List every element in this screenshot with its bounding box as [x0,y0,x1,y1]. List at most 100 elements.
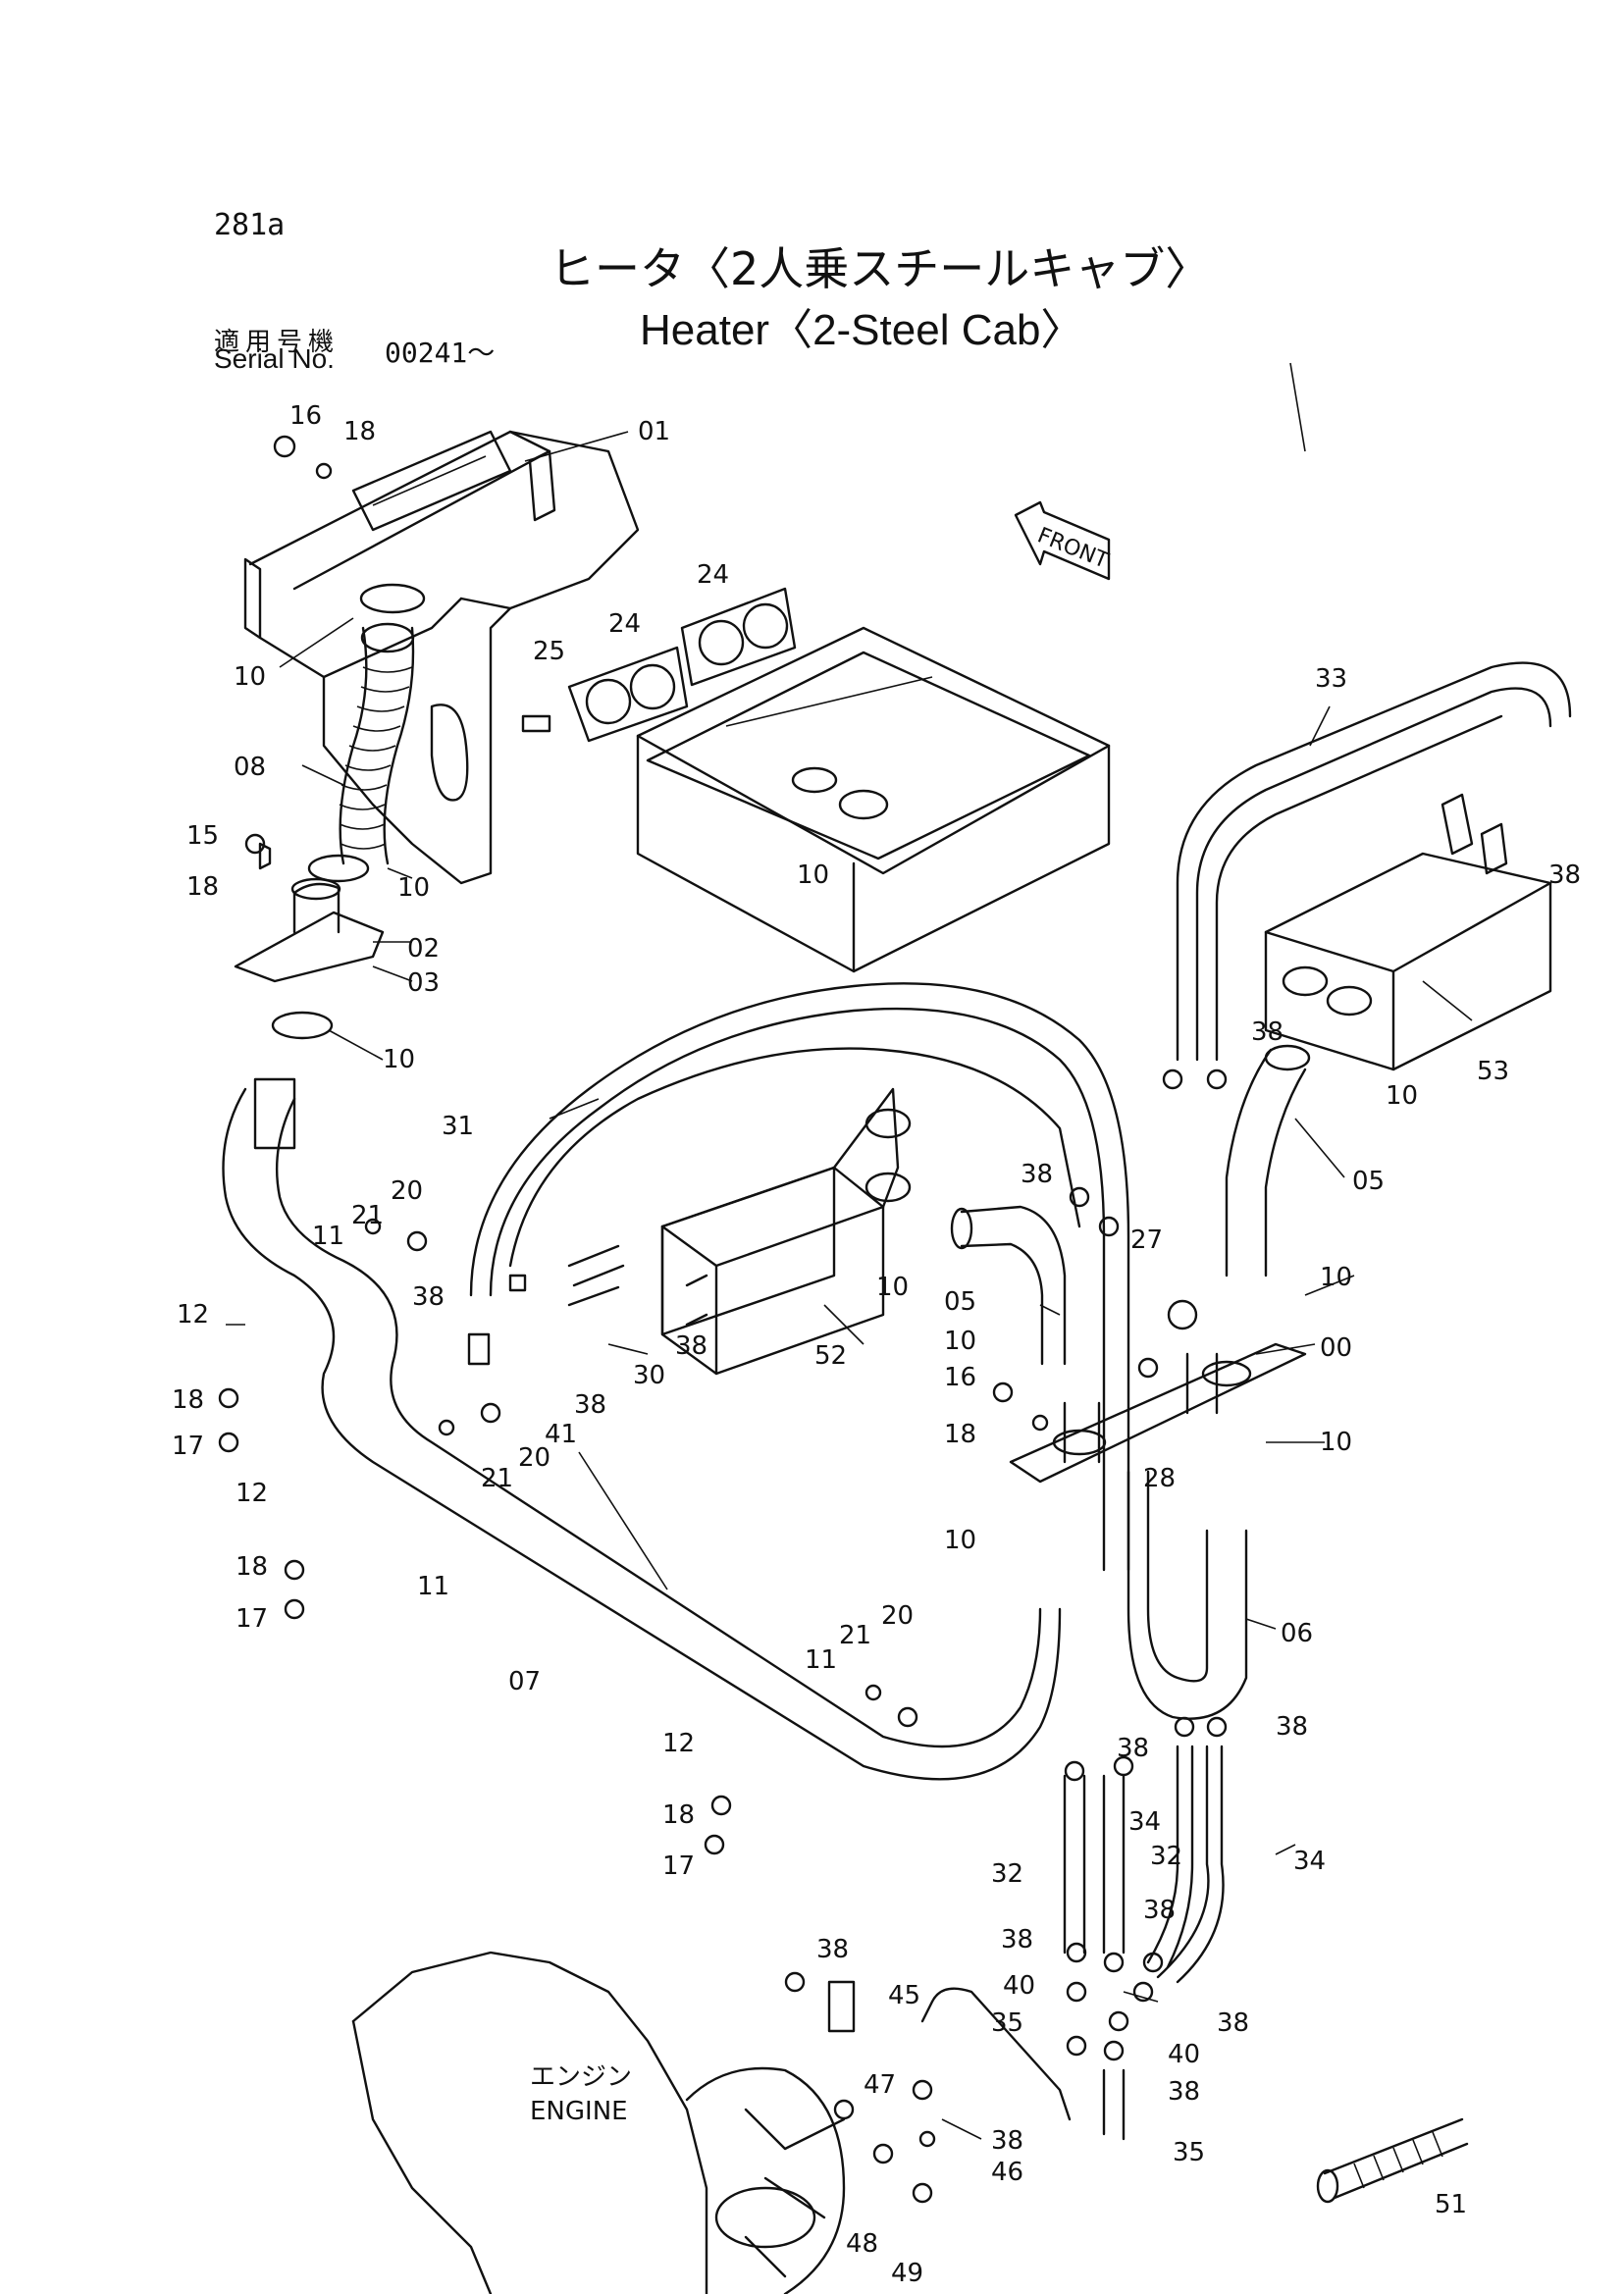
callout-11: 11 [417,1572,449,1601]
callout-45: 45 [888,1981,920,2010]
pipes-32-34-35 [920,1745,1225,2141]
vent-grills-24 [521,587,797,743]
callout-38: 38 [1001,1925,1033,1955]
callout-15: 15 [186,821,219,851]
callout-10: 10 [944,1526,976,1555]
main-duct-07 [222,1077,1062,1781]
callout-38: 38 [816,1935,849,1964]
callout-46: 46 [991,2158,1023,2187]
front-direction-arrow [1014,500,1111,581]
callout-27: 27 [1130,1225,1163,1255]
hose-51 [1316,2117,1469,2204]
callout-51: 51 [1435,2190,1467,2219]
serial-label-english: Serial No. [214,343,335,374]
callout-12: 12 [177,1300,209,1329]
callout-01: 01 [638,417,670,446]
callout-20: 20 [391,1176,423,1206]
callout-33: 33 [1315,664,1347,694]
callout-24: 24 [697,560,729,590]
callout-28: 28 [1143,1464,1176,1493]
callout-38: 38 [1217,2008,1249,2038]
callout-47: 47 [864,2070,896,2100]
callout-32: 32 [991,1859,1023,1889]
callout-38: 38 [412,1282,445,1312]
callout-25: 25 [533,637,565,666]
engine-label-japanese: エンジン [530,2062,632,2092]
callout-10: 10 [876,1273,909,1302]
storage-tray [636,626,1111,973]
callout-38: 38 [1143,1896,1176,1925]
callout-10: 10 [1320,1263,1352,1292]
callout-02: 02 [407,934,440,964]
callout-08: 08 [234,753,266,782]
front-label: FRONT [1034,523,1113,574]
callout-12: 12 [236,1479,268,1508]
hose-05-right [1225,1044,1311,1277]
callout-17: 17 [236,1604,268,1634]
serial-label-japanese: 適用号機 [214,328,341,357]
callout-18: 18 [343,417,376,446]
duct-housing-01 [243,430,640,885]
callout-34: 34 [1128,1807,1161,1837]
callout-18: 18 [172,1385,204,1415]
heater-hoses-31 [469,982,1130,1572]
callout-10: 10 [397,873,430,903]
callout-34: 34 [1293,1847,1326,1876]
callout-18: 18 [944,1420,976,1449]
callout-10: 10 [1320,1428,1352,1457]
engine-outline [351,1951,846,2294]
callout-16: 16 [289,401,322,431]
callout-17: 17 [172,1432,204,1461]
callout-38: 38 [1251,1017,1283,1047]
callout-21: 21 [481,1464,513,1493]
callout-10: 10 [383,1045,415,1074]
heater-core-53 [1264,793,1552,1071]
callout-49: 49 [891,2259,923,2288]
flexible-hose-08 [339,622,415,865]
callout-38: 38 [991,2126,1023,2156]
callout-18: 18 [236,1552,268,1582]
callout-10: 10 [797,860,829,890]
heater-hoses-33 [1176,661,1572,1062]
heater-unit-52 [660,1087,912,1376]
callout-10: 10 [234,662,266,692]
callout-12: 12 [662,1729,695,1758]
callout-18: 18 [662,1800,695,1830]
callout-48: 48 [846,2229,878,2259]
part-callouts: 01 16 18 10 08 15 18 10 02 03 10 24 24 2… [172,401,1581,2288]
callout-06: 06 [1281,1619,1313,1648]
callout-10: 10 [944,1327,976,1356]
callout-31: 31 [442,1112,474,1141]
hose-05-center [950,1205,1067,1366]
callout-05: 05 [944,1287,976,1317]
callout-52: 52 [814,1341,847,1371]
callout-17: 17 [662,1851,695,1881]
callout-40: 40 [1003,1971,1035,2001]
hose-06 [1126,1470,1248,1720]
callout-38: 38 [1276,1712,1308,1742]
callout-10: 10 [1386,1081,1418,1111]
callout-38: 38 [1548,860,1581,890]
callout-18: 18 [186,872,219,902]
callout-11: 11 [805,1645,837,1675]
callout-38: 38 [1021,1160,1053,1189]
callout-38: 38 [675,1331,707,1361]
page-number: 281a [214,208,286,242]
callout-32: 32 [1150,1842,1182,1871]
callout-35: 35 [991,2008,1023,2038]
mounting-plate-00 [1009,1342,1307,1484]
callout-38: 38 [1117,1734,1149,1763]
title-english: Heater〈2-Steel Cab〉 [640,306,1084,354]
callout-24: 24 [608,609,641,639]
callout-21: 21 [839,1621,871,1650]
callout-20: 20 [881,1601,914,1631]
hose-fittings [218,435,1228,2204]
leader-lines [226,362,1473,2140]
callout-38: 38 [1168,2077,1200,2107]
callout-38: 38 [574,1390,606,1420]
callout-41: 41 [545,1420,577,1449]
callout-11: 11 [312,1222,344,1251]
callout-40: 40 [1168,2040,1200,2069]
callout-20: 20 [518,1443,550,1473]
